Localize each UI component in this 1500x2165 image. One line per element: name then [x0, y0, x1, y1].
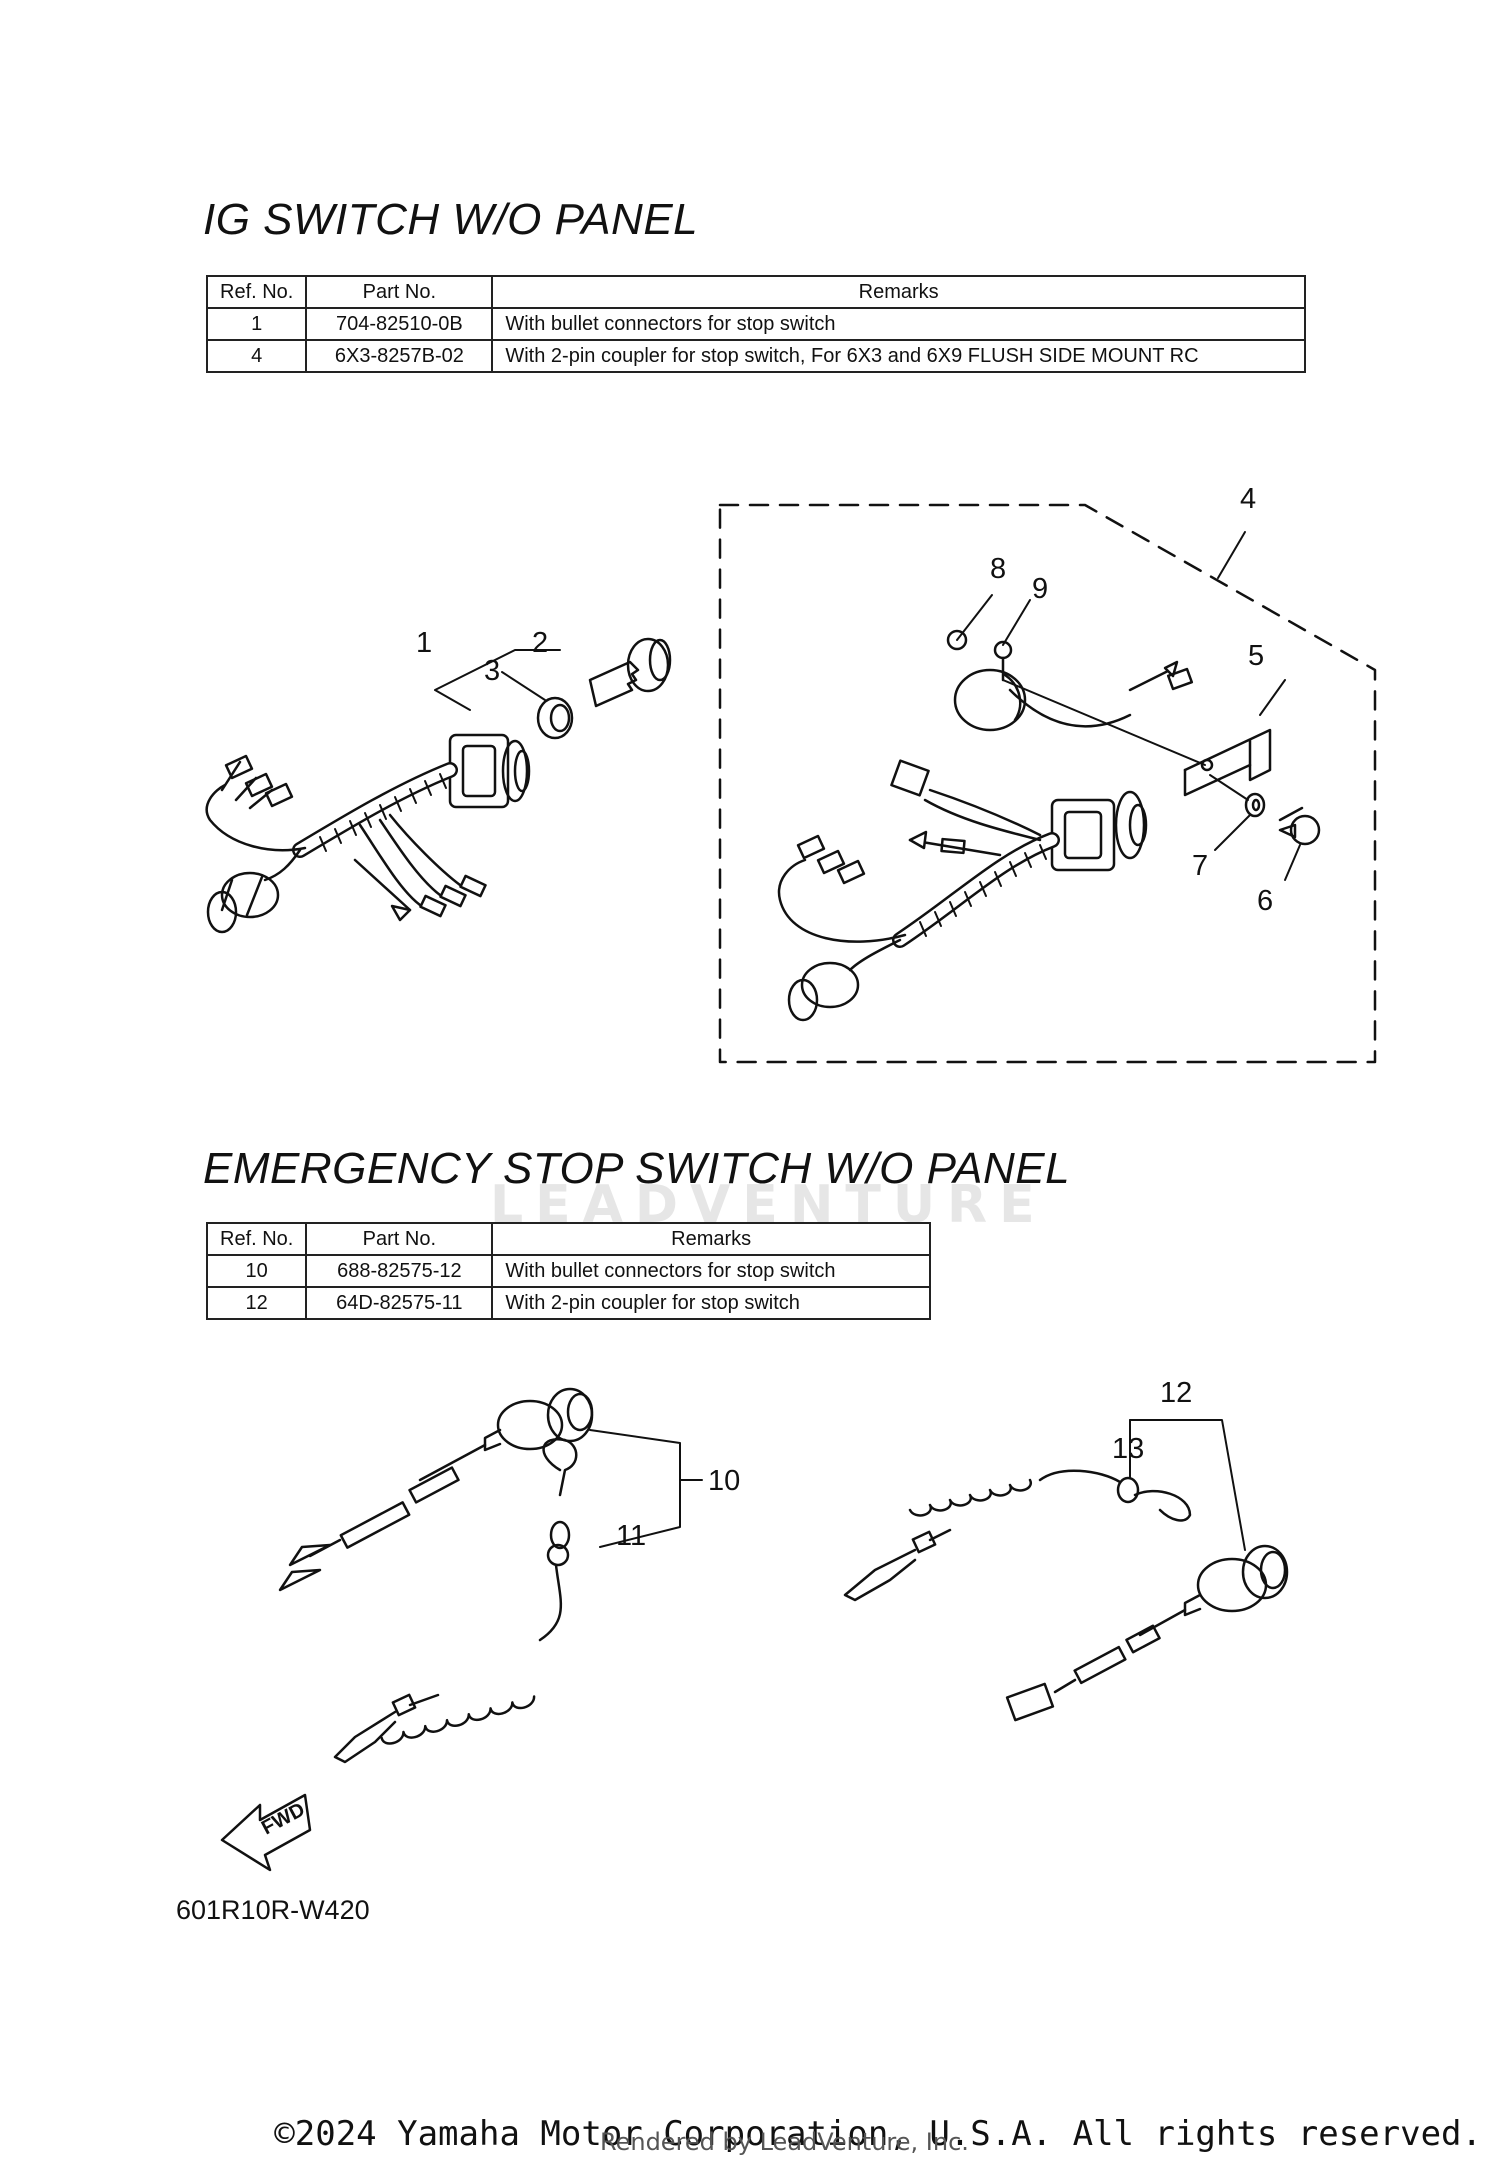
kit-switch-harness-drawing [777, 759, 1148, 1022]
parts-table-ig-switch: Ref. No. Part No. Remarks 1 704-82510-0B… [205, 275, 1306, 373]
table-header-row: Ref. No. Part No. Remarks [205, 275, 1306, 309]
ref-no-cell: 4 [205, 339, 308, 373]
rendered-by-notice: Rendered by LeadVenture, Inc. [600, 2128, 969, 2156]
callout-1: 1 [416, 627, 432, 659]
callout-9: 9 [1032, 573, 1048, 605]
callout-11: 11 [616, 1520, 646, 1552]
part-no-cell: 6X3-8257B-02 [305, 339, 494, 373]
ref-no-cell: 10 [205, 1254, 308, 1288]
ig-switch-harness-drawing [205, 733, 531, 934]
callout-13: 13 [1112, 1433, 1144, 1465]
table-row: 10 688-82575-12 With bullet connectors f… [205, 1254, 931, 1288]
callout-6: 6 [1257, 885, 1273, 917]
cap-clip-drawing [953, 599, 1194, 732]
header-part-no: Part No. [305, 275, 494, 309]
callout-8: 8 [990, 553, 1006, 585]
table-row: 12 64D-82575-11 With 2-pin coupler for s… [205, 1286, 931, 1320]
callout-4: 4 [1240, 483, 1256, 515]
section-title-emergency-stop: EMERGENCY STOP SWITCH W/O PANEL [203, 1144, 1071, 1193]
part-no-cell: 64D-82575-11 [305, 1286, 494, 1320]
part-no-cell: 704-82510-0B [305, 307, 494, 341]
header-ref-no: Ref. No. [205, 1222, 308, 1256]
callout-10: 10 [708, 1465, 740, 1497]
mounting-bracket-drawing [1002, 679, 1286, 797]
copyright-notice: ©2024 Yamaha Motor Corporation, U.S.A. A… [274, 2114, 1482, 2154]
stop-switch-10-drawing [278, 1387, 703, 1764]
part-no-cell: 688-82575-12 [305, 1254, 494, 1288]
washer-drawing [1209, 774, 1266, 851]
table-row: 1 704-82510-0B With bullet connectors fo… [205, 307, 1306, 341]
table-header-row: Ref. No. Part No. Remarks [205, 1222, 931, 1256]
ring-nut-drawing [536, 696, 574, 740]
remarks-cell: With bullet connectors for stop switch [491, 1254, 931, 1288]
header-ref-no: Ref. No. [205, 275, 308, 309]
diagram-code: 601R10R-W420 [176, 1895, 370, 1925]
callout-3: 3 [484, 655, 500, 687]
remarks-cell: With 2-pin coupler for stop switch [491, 1286, 931, 1320]
header-remarks: Remarks [491, 275, 1306, 309]
parts-table-emergency-stop: Ref. No. Part No. Remarks 10 688-82575-1… [205, 1222, 931, 1320]
remarks-cell: With 2-pin coupler for stop switch, For … [491, 339, 1306, 373]
section-title-ig-switch: IG SWITCH W/O PANEL [203, 195, 699, 244]
header-remarks: Remarks [491, 1222, 931, 1256]
callout-12: 12 [1160, 1377, 1192, 1409]
ref-no-cell: 12 [205, 1286, 308, 1320]
stop-switch-12-drawing [843, 1419, 1289, 1722]
ignition-key-drawing [588, 637, 672, 708]
nut-drawing [946, 594, 993, 651]
fwd-arrow-icon [220, 1793, 312, 1872]
callout-5: 5 [1248, 640, 1264, 672]
kit-boundary-dashed [718, 503, 1377, 1064]
table-row: 4 6X3-8257B-02 With 2-pin coupler for st… [205, 339, 1306, 373]
callout-7: 7 [1192, 850, 1208, 882]
header-part-no: Part No. [305, 1222, 494, 1256]
remarks-cell: With bullet connectors for stop switch [491, 307, 1306, 341]
bolt-drawing [1278, 806, 1321, 881]
callout-2: 2 [532, 627, 548, 659]
ref-no-cell: 1 [205, 307, 308, 341]
